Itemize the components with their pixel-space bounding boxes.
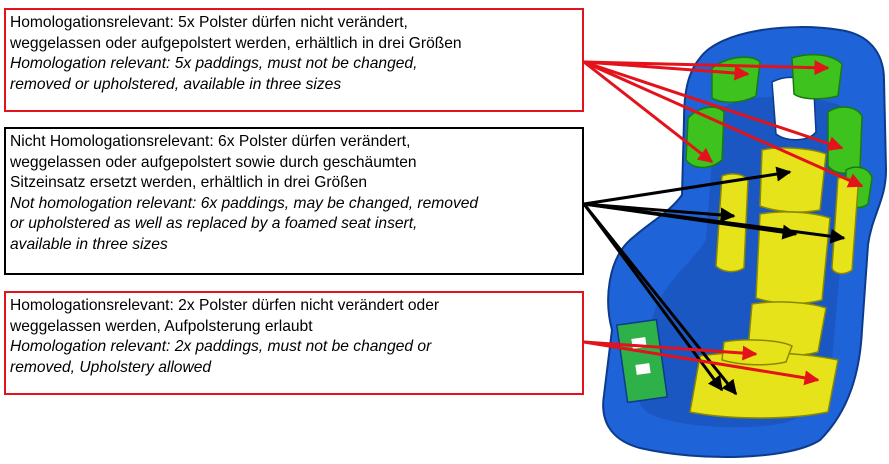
callout-de-line: weggelassen oder aufgepolstert sowie dur… — [10, 153, 417, 171]
callout-de-line: weggelassen werden, Aufpolsterung erlaub… — [10, 317, 313, 335]
callout-homologation-relevant-2x: Homologationsrelevant: 2x Polster dürfen… — [4, 291, 584, 395]
callout-homologation-relevant-5x: Homologationsrelevant: 5x Polster dürfen… — [4, 8, 584, 112]
callout-de-line: Sitzeinsatz ersetzt werden, erhältlich i… — [10, 174, 368, 191]
callout-en-line: removed or upholstered, available in thr… — [10, 75, 342, 93]
callout-de-line: Homologationsrelevant: 5x Polster dürfen… — [10, 14, 408, 31]
callout-en-line: removed, Upholstery allowed — [10, 358, 212, 376]
callout-en-line: available in three sizes — [10, 235, 168, 253]
callout-de-line: weggelassen oder aufgepolstert werden, e… — [10, 34, 462, 52]
arrows-red-bottom — [583, 340, 820, 386]
callout-en-line: or upholstered as well as replaced by a … — [10, 215, 418, 232]
arrows-red-top — [583, 60, 864, 188]
callout-en-line: Not homologation relevant: 6x paddings, … — [10, 194, 479, 212]
callout-en-line: Homologation relevant: 5x paddings, must… — [10, 55, 418, 72]
callout-not-homologation-relevant-6x: Nicht Homologationsrelevant: 6x Polster … — [4, 127, 584, 275]
callout-de-line: Homologationsrelevant: 2x Polster dürfen… — [10, 297, 440, 314]
callout-en-line: Homologation relevant: 2x paddings, must… — [10, 338, 432, 355]
callout-de-line: Nicht Homologationsrelevant: 6x Polster … — [10, 133, 411, 150]
